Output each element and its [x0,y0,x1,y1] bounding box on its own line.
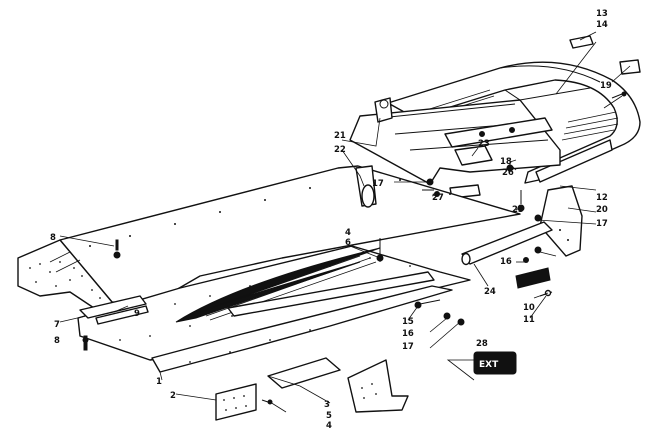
callout-4-upper: 4 [345,228,351,238]
callout-9: 9 [134,309,140,319]
hardware [82,91,627,405]
callout-12: 12 [596,193,608,203]
skid-strip [79,295,149,325]
callout-21: 21 [334,131,346,141]
callout-28: 28 [476,339,488,349]
callout-22: 22 [334,145,346,155]
callout-24: 24 [484,287,496,297]
callout-17-left: 17 [372,179,384,189]
callout-7: 7 [54,320,60,330]
callouts: 1 2 3 4 4 5 6 7 8 8 9 10 11 12 13 14 15 … [50,9,612,431]
leader-lines [59,31,631,413]
tunnel-side-left [17,239,113,321]
decal-28: EXT [473,351,517,375]
trim-strip [227,271,435,317]
mounting-bracket-3 [347,359,409,413]
decal-13 [569,35,594,49]
callout-1: 1 [156,377,162,387]
callout-20: 20 [596,205,608,215]
cross-tube [461,221,553,266]
rear-bracket [539,185,583,257]
callout-18: 18 [500,157,512,167]
callout-8-upper: 8 [50,233,56,243]
callout-26: 26 [502,168,514,178]
callout-19: 19 [600,81,612,91]
callout-4-lower: 4 [326,421,332,431]
callout-8-lower: 8 [54,336,60,346]
cover-panel [267,357,341,389]
side-brace [355,165,377,208]
callout-23: 23 [478,139,490,149]
callout-13: 13 [596,9,608,19]
callout-6: 6 [345,238,351,248]
reinforcement-plate-2 [215,383,257,421]
hitch-plate [349,97,561,199]
callout-3: 3 [324,400,330,410]
decal-text: EXT [479,360,499,370]
callout-2: 2 [170,391,176,401]
callout-14: 14 [596,20,608,30]
callout-17-lower: 17 [402,342,414,352]
callout-15: 15 [402,317,414,327]
callout-16-upper: 16 [500,257,512,267]
callout-10: 10 [523,303,535,313]
callout-11: 11 [523,315,535,325]
lower-flap [151,285,453,373]
callout-16-lower: 16 [402,329,414,339]
callout-17-right: 17 [596,219,608,229]
callout-5: 5 [326,411,332,421]
decal-10 [515,267,551,289]
callout-27: 27 [432,193,444,203]
callout-25: 25 [512,205,524,215]
